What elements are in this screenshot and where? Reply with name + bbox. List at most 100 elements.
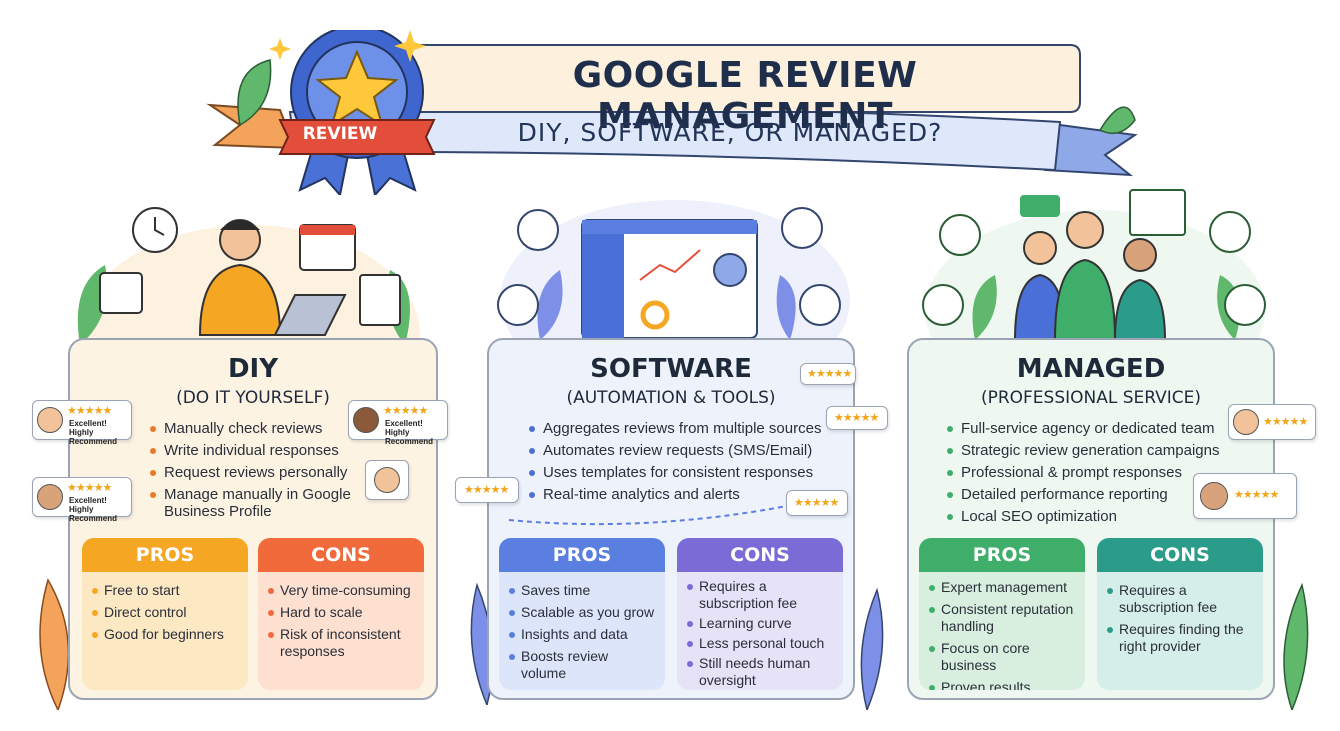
review-card: ★★★★★ Excellent! Highly Recommend [32,400,132,446]
managed-title: MANAGED [1016,354,1166,384]
avatar [37,407,63,433]
mail-icon [799,284,841,326]
star-rating: ★★★★★ [1263,416,1308,428]
rating-bubble-icon [1020,195,1060,217]
clock-icon [132,207,178,253]
list-item: Requires a subscription fee [687,578,833,612]
diy-subtitle: (DO IT YOURSELF) [176,388,330,408]
managed-subtitle: (PROFESSIONAL SERVICE) [980,388,1202,408]
managed-cons-label: CONS [1097,538,1263,572]
managed-cons-box: CONS Requires a subscription fee Require… [1097,538,1263,690]
page-title: GOOGLE REVIEW MANAGEMENT [572,55,918,137]
person-body [198,263,282,336]
list-item: Professional & prompt responses [947,462,1219,484]
avatar [1200,482,1228,510]
diy-pros-label: PROS [82,538,248,572]
diy-title: DIY [227,354,279,384]
software-pros-label: PROS [499,538,665,572]
list-item: Free to start [92,582,238,599]
leaf-decoration [1283,582,1309,710]
star-rating: ★★★★★ [794,497,839,509]
list-item: Hard to scale [268,604,414,621]
list-item: Aggregates reviews from multiple sources [529,418,821,440]
list-item: Automates review requests (SMS/Email) [529,440,821,462]
software-pros-box: PROS Saves time Scalable as you grow Ins… [499,538,665,690]
team-icon [1224,284,1266,326]
avatar [374,467,400,493]
list-item: Very time-consuming [268,582,414,599]
star-rating: ★★★★★ [383,405,428,417]
leaf-decoration [860,587,884,710]
review-line-1: Excellent! [69,496,107,505]
page-subtitle: DIY, SOFTWARE, OR MANAGED? [517,118,943,147]
list-item: Boosts review volume [509,648,655,682]
list-item: Real-time analytics and alerts [529,484,821,506]
list-item: Full-service agency or dedicated team [947,418,1219,440]
software-illustration [497,200,850,340]
managed-pros-box: PROS Expert management Consistent reputa… [919,538,1085,690]
managed-panel: MANAGED (PROFESSIONAL SERVICE) Full-serv… [907,338,1275,700]
review-line-2: Highly Recommend [69,505,118,523]
software-cons-label: CONS [677,538,843,572]
review-card: ★★★★★ [455,477,519,503]
diy-cons-label: CONS [258,538,424,572]
review-card: ★★★★★ [826,406,888,430]
software-panel: SOFTWARE (AUTOMATION & TOOLS) Aggregates… [487,338,855,700]
avatar [353,407,379,433]
diy-features: Manually check reviews Write individual … [150,418,351,523]
laptop-icon [273,294,347,336]
review-card: ★★★★★ Excellent! Highly Recommend [32,477,132,523]
list-item: Manually check reviews [150,418,351,440]
list-item: Consistent reputation handling [929,601,1074,634]
list-item: Risk of inconsistent responses [268,626,414,660]
review-line-2: Highly Recommend [385,428,434,446]
review-card [365,460,409,500]
managed-pros-label: PROS [919,538,1085,572]
review-card: ★★★★★ [786,490,848,516]
software-subtitle: (AUTOMATION & TOOLS) [566,388,776,408]
software-title: SOFTWARE [590,354,752,384]
list-item: Insights and data [509,626,655,643]
checklist-icon [99,272,143,314]
star-rating: ★★★★★ [807,368,852,380]
star-rating: ★★★★★ [1234,489,1279,501]
avatar [1233,409,1259,435]
diy-panel: DIY (DO IT YOURSELF) Manually check revi… [68,338,438,700]
star-rating: ★★★★★ [67,482,112,494]
list-item: Requires finding the right provider [1107,621,1253,655]
list-item: Focus on core business [929,640,1075,674]
review-line-2: Highly Recommend [69,428,118,446]
team-people [1013,211,1167,340]
list-item: Request reviews personally [150,462,351,484]
pie-chart-icon [640,300,670,330]
list-item: Scalable as you grow [509,604,655,620]
diy-pros-box: PROS Free to start Direct control Good f… [82,538,248,690]
review-card: ★★★★★ [800,363,856,385]
managed-features: Full-service agency or dedicated team St… [947,418,1219,528]
list-item: Learning curve [687,615,833,632]
list-item: Good for beginners [92,626,238,643]
review-badge-label: REVIEW [302,124,378,144]
list-item: Write individual responses [150,440,351,462]
avatar [37,484,63,510]
diy-cons-box: CONS Very time-consuming Hard to scale R… [258,538,424,690]
gear-check-icon [517,209,559,251]
list-item: Detailed performance reporting [947,484,1219,506]
list-item: Saves time [509,582,655,599]
handshake-icon [939,214,981,256]
list-item: Proven results [929,679,1075,690]
database-icon [497,284,539,326]
review-line-1: Excellent! [69,419,107,428]
list-item: Expert management [929,579,1075,596]
star-rating: ★★★★★ [67,405,112,417]
pie-chart-icon [922,284,964,326]
list-item: Direct control [92,604,238,621]
document-icon [359,274,401,326]
list-item: Local SEO optimization [947,506,1219,528]
chart-board-icon [1129,189,1186,236]
leaf-decoration [39,578,70,710]
review-line-1: Excellent! [385,419,423,428]
star-rating: ★★★★★ [464,484,509,496]
list-item: Strategic review generation campaigns [947,440,1219,462]
star-rating: ★★★★★ [834,412,879,424]
